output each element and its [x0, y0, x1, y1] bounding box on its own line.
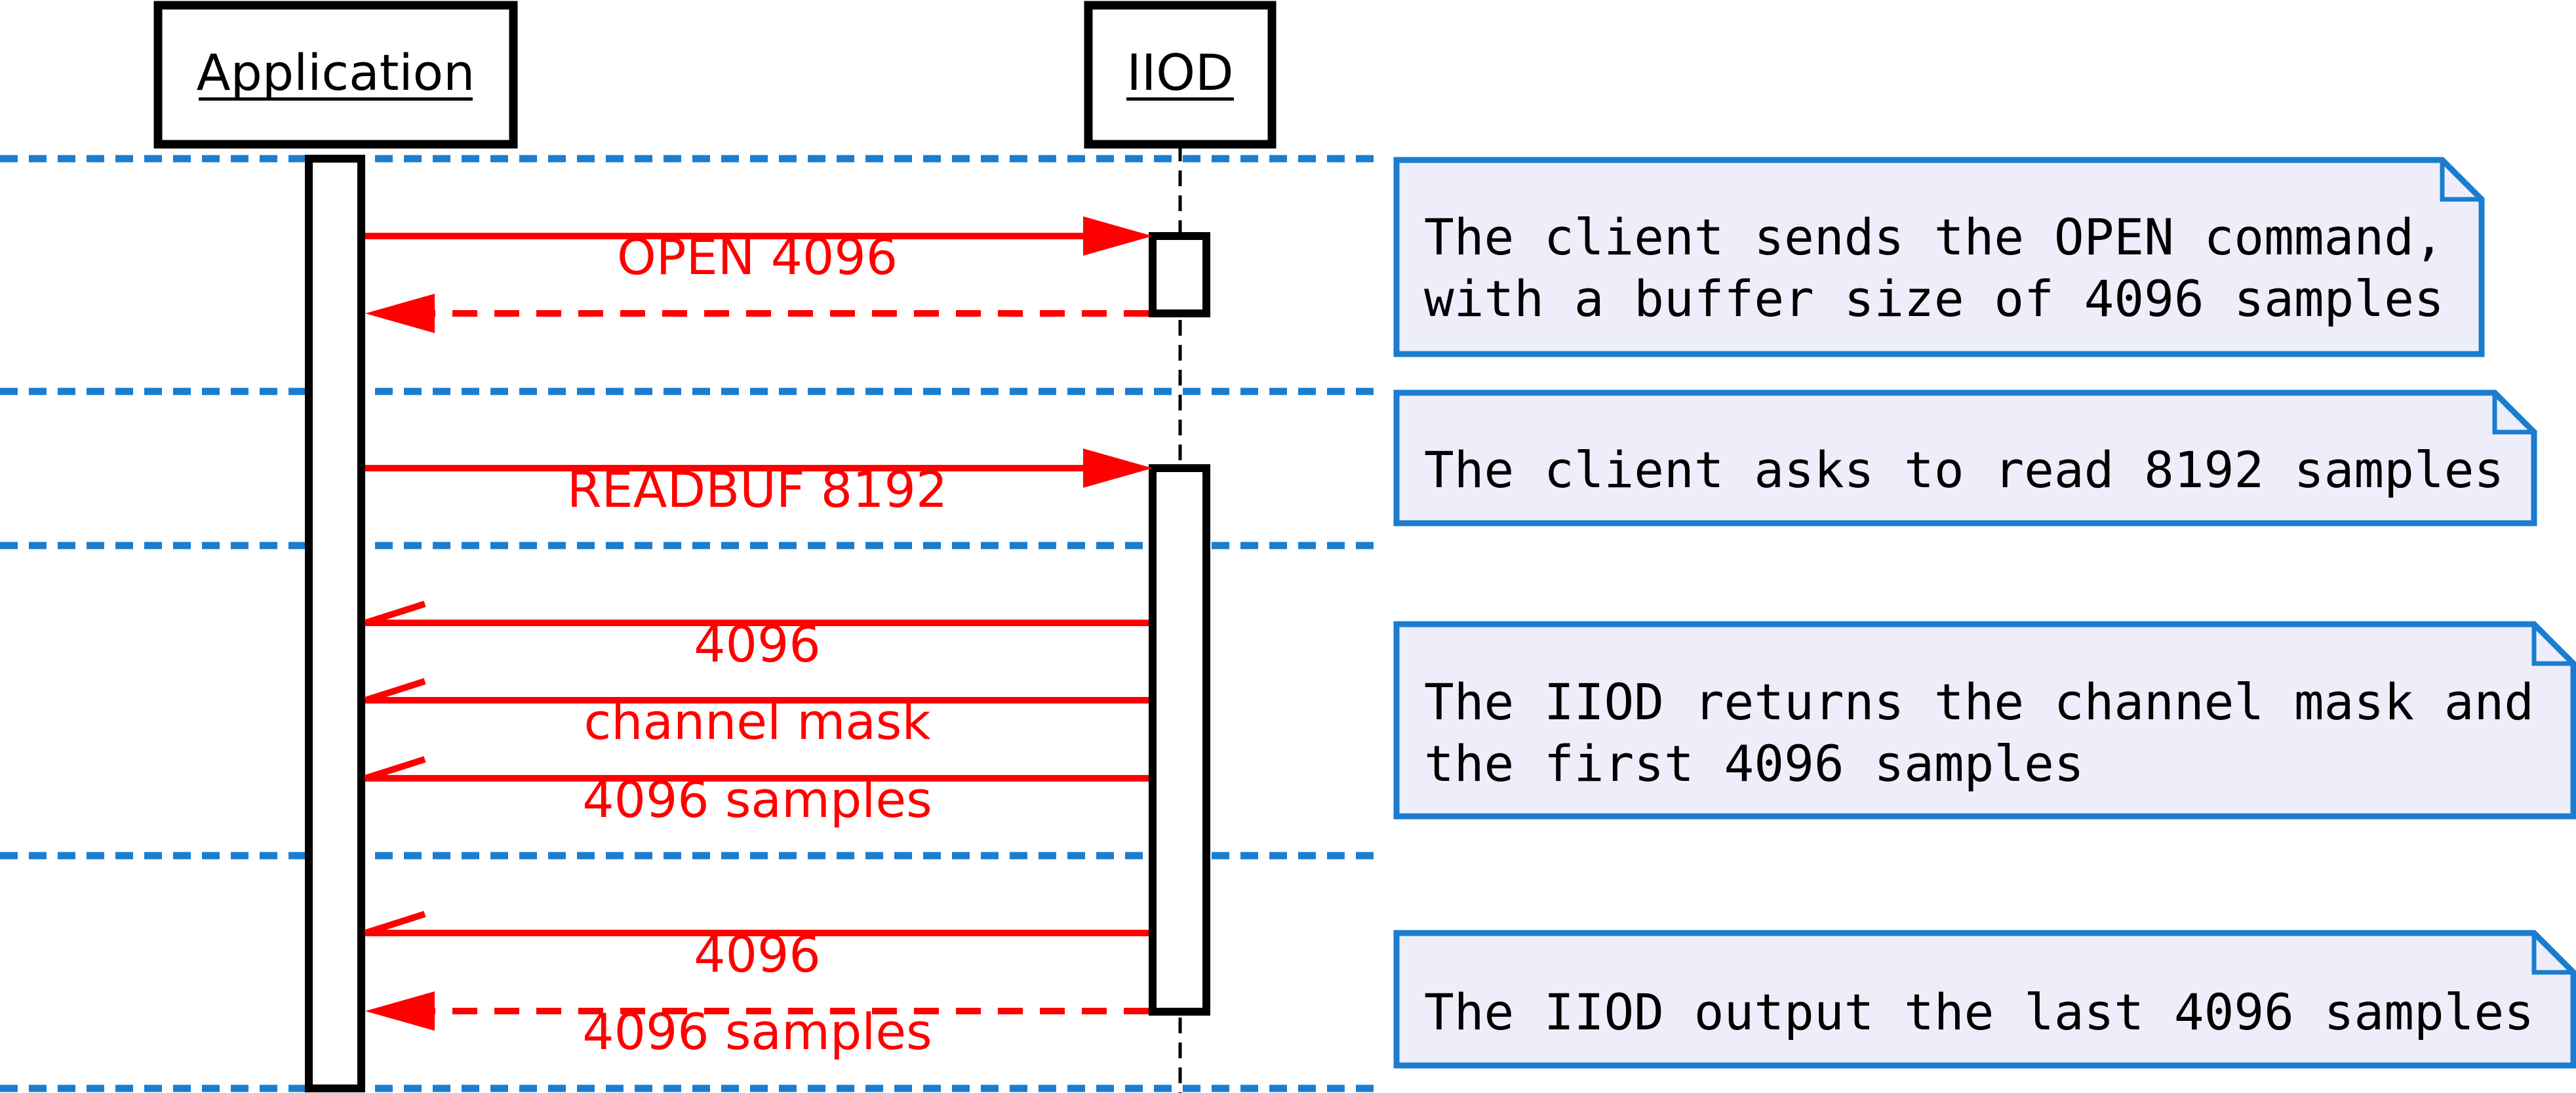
- application-activation: [305, 155, 365, 1092]
- message-open: OPEN 4096: [365, 216, 1153, 286]
- arrowhead-filled: [365, 294, 435, 333]
- note-line: with a buffer size of 4096 samples: [1424, 269, 2444, 328]
- messages: OPEN 4096 READBUF 8192 4096 channel mask: [364, 216, 1153, 1061]
- note-fold: [2531, 624, 2573, 666]
- iiod-activation-open: [1149, 232, 1210, 317]
- participant-label: IIOD: [1126, 43, 1233, 102]
- note-fold: [2492, 393, 2534, 435]
- message-channel-mask: channel mask: [364, 678, 1149, 751]
- participant-iiod: IIOD: [1084, 1, 1277, 149]
- message-label: READBUF 8192: [567, 460, 947, 519]
- arrowhead-filled: [365, 991, 435, 1031]
- participant-box: [1084, 1, 1277, 149]
- message-label: channel mask: [584, 692, 930, 751]
- note-line: The IIOD output the last 4096 samples: [1424, 983, 2534, 1041]
- note-box: [1393, 389, 2537, 527]
- participant-application: Application: [153, 1, 518, 149]
- activation-bars: [305, 155, 1210, 1092]
- note-box: [1393, 157, 2485, 357]
- note-fold: [2440, 160, 2482, 202]
- note-fold: [2531, 933, 2573, 975]
- note-line: the first 4096 samples: [1424, 734, 2084, 793]
- message-open-reply: [365, 294, 1149, 333]
- message-label: OPEN 4096: [617, 228, 898, 286]
- note-readbuf: The client asks to read 8192 samples: [1393, 389, 2537, 527]
- participant-box: [153, 1, 518, 149]
- arrowhead-half: [364, 756, 426, 782]
- note-last: The IIOD output the last 4096 samples: [1393, 930, 2576, 1069]
- arrowhead-filled: [1083, 448, 1153, 488]
- message-label: 4096 samples: [582, 1003, 932, 1061]
- message-return-4096-last: 4096: [364, 911, 1149, 984]
- note-box: [1393, 621, 2576, 820]
- message-return-4096: 4096: [364, 601, 1149, 673]
- iiod-activation-readbuf: [1149, 464, 1210, 1016]
- arrowhead-half: [364, 601, 426, 626]
- message-label: 4096: [694, 615, 820, 673]
- arrowhead-half: [364, 678, 426, 704]
- message-label: 4096: [694, 925, 820, 984]
- note-open: The client sends the OPEN command, with …: [1393, 157, 2485, 357]
- notes: The client sends the OPEN command, with …: [1393, 157, 2576, 1069]
- arrowhead-half: [364, 911, 426, 936]
- message-readbuf: READBUF 8192: [365, 448, 1153, 519]
- note-line: The client sends the OPEN command,: [1424, 208, 2444, 266]
- arrowhead-filled: [1083, 216, 1153, 256]
- message-label: 4096 samples: [582, 770, 932, 829]
- message-4096-samples: 4096 samples: [364, 756, 1149, 829]
- note-box: [1393, 930, 2576, 1069]
- note-line: The client asks to read 8192 samples: [1424, 441, 2504, 499]
- note-line: The IIOD returns the channel mask and: [1424, 673, 2534, 731]
- message-last-samples: 4096 samples: [365, 991, 1149, 1061]
- note-return: The IIOD returns the channel mask and th…: [1393, 621, 2576, 820]
- participant-label: Application: [197, 43, 475, 102]
